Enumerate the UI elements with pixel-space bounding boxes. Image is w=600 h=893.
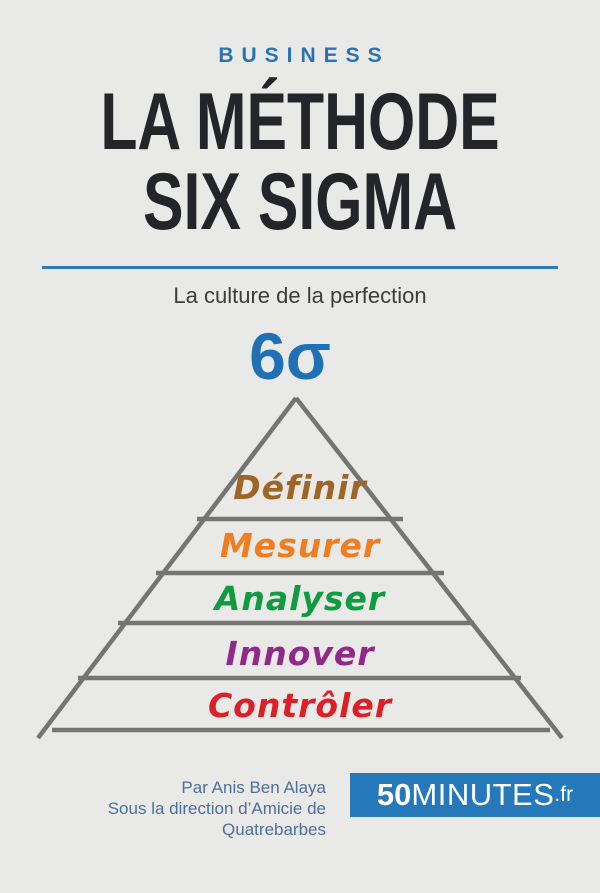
six-sigma-symbol: 6σ <box>249 319 331 393</box>
book-title: LA MÉTHODE SIX SIGMA <box>0 77 600 247</box>
pyramid-level-analyser: Analyser <box>214 579 386 618</box>
pyramid-right-edge <box>294 396 564 740</box>
book-subtitle: La culture de la perfection <box>173 283 427 308</box>
publisher-logo-suffix: .fr <box>554 783 574 806</box>
book-title-line1: LA MÉTHODE <box>100 77 500 167</box>
book-title-line2: SIX SIGMA <box>143 157 457 247</box>
horizontal-divider <box>42 266 558 269</box>
credits-direction: Sous la direction d’Amicie de Quatrebarb… <box>107 799 326 839</box>
pyramid-level-definir: Définir <box>233 468 367 507</box>
credits-author: Par Anis Ben Alaya <box>181 778 326 797</box>
publisher-logo-bold: 50 <box>376 777 412 812</box>
pyramid-diagram <box>36 396 564 740</box>
pyramid-level-controler: Contrôler <box>207 686 393 725</box>
pyramid-left-edge <box>36 396 298 740</box>
credits-block: Par Anis Ben Alaya Sous la direction d’A… <box>0 777 326 840</box>
pyramid-level-mesurer: Mesurer <box>219 526 381 565</box>
category-label: BUSINESS <box>218 44 390 67</box>
publisher-logo-regular: MINUTES <box>411 777 555 812</box>
pyramid-level-innover: Innover <box>225 634 375 673</box>
